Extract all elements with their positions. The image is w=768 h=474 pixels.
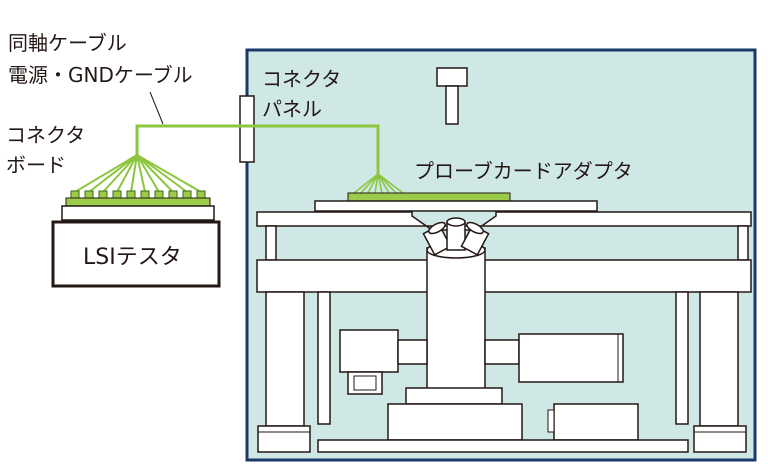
label-connector-panel-1: コネクタ bbox=[262, 67, 341, 91]
label-connector-board-1: コネクタ bbox=[6, 123, 85, 147]
right-camera-body bbox=[518, 333, 624, 383]
label-connector-board-2: ボード bbox=[6, 153, 66, 177]
connector-board-pins bbox=[70, 190, 206, 199]
label-probe-card-adapter: プローブカードアダプタ bbox=[414, 159, 633, 183]
right-upper-post bbox=[737, 225, 749, 261]
label-coax-cable: 同軸ケーブル bbox=[8, 31, 127, 55]
left-camera-body bbox=[339, 329, 399, 373]
right-column-inner bbox=[675, 291, 689, 425]
upper-frame bbox=[256, 211, 752, 231]
stage-plate bbox=[256, 259, 752, 293]
label-lsi-tester: LSIテスタ bbox=[83, 245, 182, 270]
cable-route bbox=[135, 124, 380, 176]
right-camera-tube bbox=[484, 339, 520, 365]
right-box bbox=[553, 403, 639, 441]
chuck-top bbox=[405, 387, 503, 405]
left-camera-lens bbox=[353, 375, 377, 391]
right-column-outer bbox=[699, 291, 739, 427]
top-block bbox=[436, 67, 468, 87]
head-plate bbox=[314, 200, 598, 212]
cable-label-leader bbox=[149, 91, 164, 125]
chuck-base bbox=[387, 403, 523, 441]
connector-board bbox=[65, 197, 211, 207]
lsi-tester-box bbox=[51, 220, 221, 288]
connector-board-fanout bbox=[74, 154, 202, 193]
right-box-tab bbox=[547, 409, 555, 433]
right-foot bbox=[693, 425, 747, 453]
base-plate bbox=[317, 439, 689, 453]
left-camera-tube bbox=[397, 339, 428, 365]
left-foot bbox=[257, 425, 311, 453]
adapter-fanout bbox=[353, 173, 404, 194]
label-connector-panel-2: パネル bbox=[262, 97, 322, 121]
tester-head-plate bbox=[61, 205, 215, 221]
top-block-stem bbox=[445, 85, 459, 125]
left-upper-post bbox=[265, 225, 277, 261]
label-power-gnd-cable: 電源・GNDケーブル bbox=[8, 63, 193, 87]
optics-column bbox=[426, 247, 486, 391]
objective-lenses bbox=[422, 217, 490, 256]
left-column-outer bbox=[265, 291, 305, 427]
probe-card-adapter-board bbox=[347, 192, 511, 202]
connector-panel bbox=[239, 95, 255, 163]
left-column-inner bbox=[317, 291, 331, 425]
